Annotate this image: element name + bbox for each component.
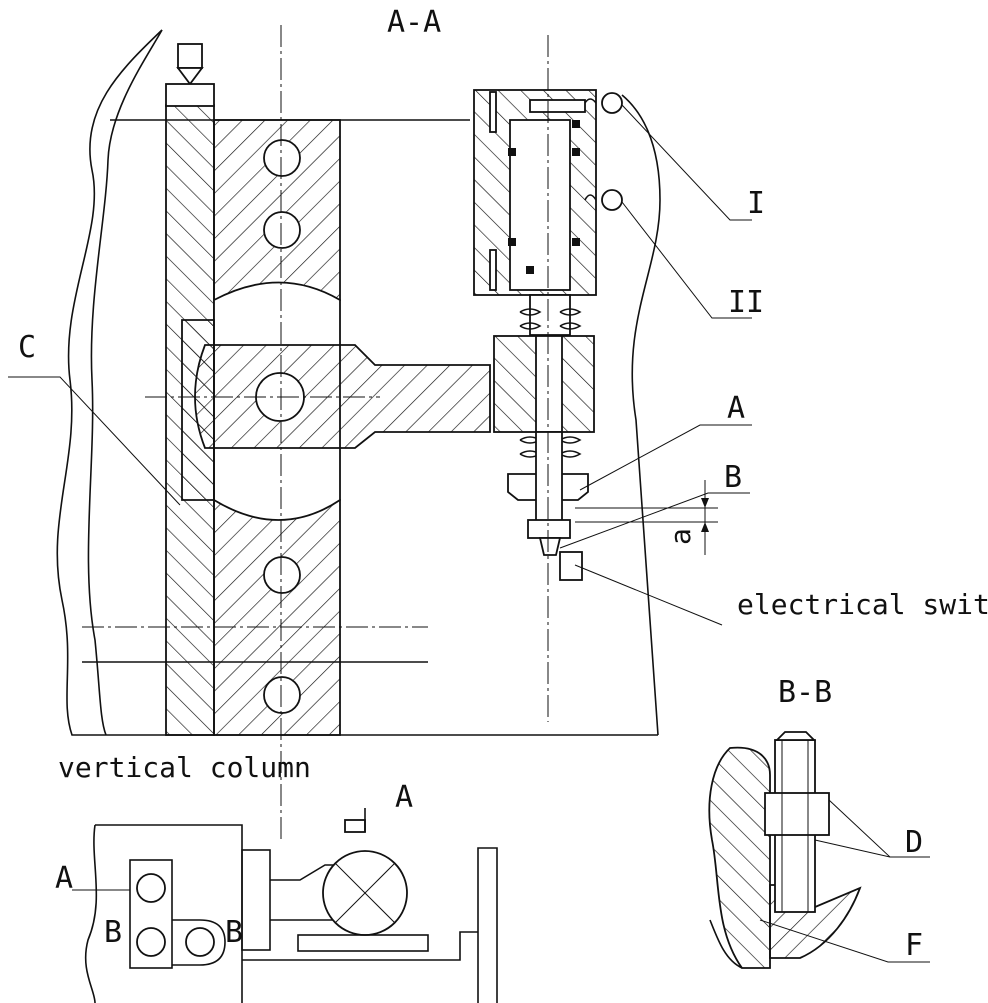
bolt-hole-4 [263, 676, 301, 714]
label-i: I [747, 186, 765, 221]
bolt-head [774, 731, 817, 741]
seal-3 [508, 238, 516, 246]
rod-lower [535, 431, 563, 523]
screw-bottom [489, 249, 497, 291]
seal-1 [508, 148, 516, 156]
cylinder-bore [509, 119, 571, 291]
stop-collar [527, 519, 571, 539]
leader-b [559, 492, 750, 549]
leader-a [579, 424, 752, 491]
label-vertical-column: vertical column [58, 751, 311, 784]
plan-hole-1 [136, 873, 166, 903]
leader-i [621, 104, 752, 221]
casting-inner-outline [87, 29, 163, 736]
label-electrical-switch: electrical switch [737, 588, 988, 621]
label-d: D [905, 825, 923, 860]
nut-d [764, 792, 830, 836]
label-plan-b-right: B [225, 915, 243, 950]
label-plan-a: A [55, 861, 73, 896]
section-plate-edge [709, 919, 743, 969]
rod-tip [538, 537, 562, 556]
fitting-ii [601, 189, 623, 211]
plan-right-wall [477, 847, 498, 1003]
seal-5 [526, 266, 534, 274]
section-a-a-title: A-A [387, 5, 441, 40]
dim-arrow-down [701, 498, 709, 508]
plan-base [297, 934, 429, 952]
dim-arrow-up [701, 522, 709, 532]
plan-view: A A B B [55, 780, 498, 1003]
leader-switch [574, 564, 723, 626]
label-dim-a: a [664, 528, 697, 545]
label-f: F [905, 928, 923, 963]
fitting-pipes [584, 98, 597, 201]
lever-arm [194, 344, 491, 449]
label-plan-b-left: B [104, 915, 122, 950]
cylinder-cap [529, 99, 586, 113]
section-a-a: A-A [8, 5, 988, 840]
plan-bracket [241, 849, 271, 951]
column-cap-tip [176, 67, 204, 86]
rod-mid [535, 335, 563, 433]
rod-upper [529, 294, 571, 336]
bolt-hole-1 [263, 139, 301, 177]
section-plate [708, 746, 771, 969]
section-b-b-title: B-B [778, 675, 832, 710]
label-ii: II [728, 285, 764, 320]
bolt-hole-3 [263, 556, 301, 594]
casting-outline [56, 29, 661, 736]
upper-spring [519, 308, 582, 330]
plan-block [129, 859, 173, 969]
seal-4 [572, 238, 580, 246]
fitting-i [601, 92, 623, 114]
column-top-block [165, 83, 215, 107]
bolt-hole-2 [263, 211, 301, 249]
plan-tab [172, 919, 226, 966]
label-c: C [18, 330, 36, 365]
seal-6 [572, 120, 580, 128]
seal-2 [572, 148, 580, 156]
leader-c [8, 376, 181, 506]
plan-outline-left [84, 824, 98, 1003]
plan-x-2 [334, 862, 396, 924]
plan-floor [242, 931, 478, 961]
section-b-b: B-B D F [708, 675, 930, 969]
leader-d-2 [814, 839, 891, 858]
leader-ii [621, 201, 752, 319]
label-b-upper: B [724, 460, 742, 495]
label-view-arrow-a: A [395, 780, 413, 815]
label-a-upper: A [727, 391, 745, 426]
view-arrow-a [344, 819, 366, 833]
screw-top [489, 91, 497, 133]
plan-hole-2 [136, 927, 166, 957]
electrical-switch [559, 551, 583, 581]
plan-hole-3 [185, 927, 215, 957]
plan-outline-top [95, 824, 243, 1003]
column-cap [177, 43, 203, 69]
leader-f [759, 919, 930, 963]
